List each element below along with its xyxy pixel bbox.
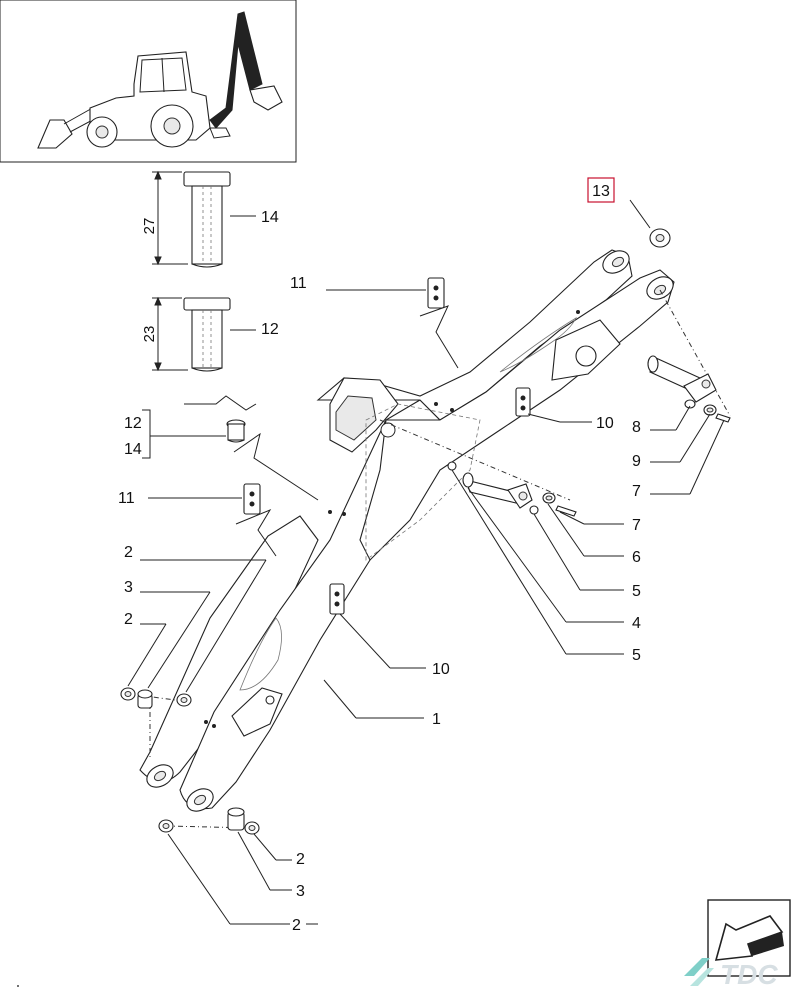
callout-2-left-lower: 2 — [124, 611, 133, 628]
break-symbol — [184, 395, 257, 411]
callout-3-bottom: 3 — [296, 883, 305, 900]
wear-pad-10-upper — [515, 387, 531, 417]
backhoe-thumbnail — [0, 0, 297, 163]
callout-7-upper: 7 — [632, 483, 641, 500]
pin-assembly-head — [647, 355, 731, 423]
bushing-14 — [183, 171, 256, 268]
washer-2-bottom-left — [158, 819, 174, 833]
callout-5-upper: 5 — [632, 583, 641, 600]
dimension-23 — [152, 296, 188, 372]
callout-13: 13 — [592, 183, 610, 200]
break-symbol-2 — [233, 432, 319, 501]
group-bracket — [142, 409, 151, 459]
washer-2-left-a — [120, 687, 136, 701]
callout-3-left: 3 — [124, 579, 133, 596]
wear-pad-11-upper — [427, 277, 445, 309]
callout-1: 1 — [432, 711, 441, 728]
callout-7-lower: 7 — [632, 517, 641, 534]
callout-2-bottom-a: 2 — [296, 851, 305, 868]
small-bushing — [226, 419, 246, 443]
pin-assembly-center — [447, 461, 577, 517]
nav-arrow-icon — [707, 899, 791, 977]
dimension-27 — [152, 170, 188, 266]
callout-8: 8 — [632, 419, 641, 436]
callout-14-top: 14 — [261, 209, 279, 226]
tdc-logo — [684, 958, 714, 986]
bushing-3-bottom — [227, 807, 245, 831]
callout-4: 4 — [632, 615, 641, 632]
callout-10-upper: 10 — [596, 415, 614, 432]
callout-13-box — [587, 177, 615, 203]
callout-12-group: 12 — [124, 415, 142, 432]
wear-pad-11-lower — [243, 483, 261, 515]
bushing-12 — [183, 297, 256, 372]
callout-5-lower: 5 — [632, 647, 641, 664]
callout-11-lower: 11 — [118, 490, 135, 507]
washer-2-bottom-right — [244, 821, 260, 835]
dimension-label-27: 27 — [141, 218, 158, 235]
callout-10-lower: 10 — [432, 661, 450, 678]
callout-6: 6 — [632, 549, 641, 566]
dimension-label-23: 23 — [141, 326, 158, 343]
callout-14-group: 14 — [124, 441, 142, 458]
corner-dot — [17, 985, 19, 987]
callout-2-bottom-b: 2 — [292, 917, 301, 934]
wear-pad-10-lower — [329, 583, 345, 615]
bushing-3-left — [137, 689, 153, 709]
callout-2-left-upper: 2 — [124, 544, 133, 561]
callout-9: 9 — [632, 453, 641, 470]
washer-2-left-b — [176, 693, 192, 707]
callout-12-top: 12 — [261, 321, 279, 338]
washer-13 — [649, 228, 671, 248]
callout-11-upper: 11 — [290, 275, 307, 292]
tdc-logo-text: TDC — [720, 959, 778, 990]
